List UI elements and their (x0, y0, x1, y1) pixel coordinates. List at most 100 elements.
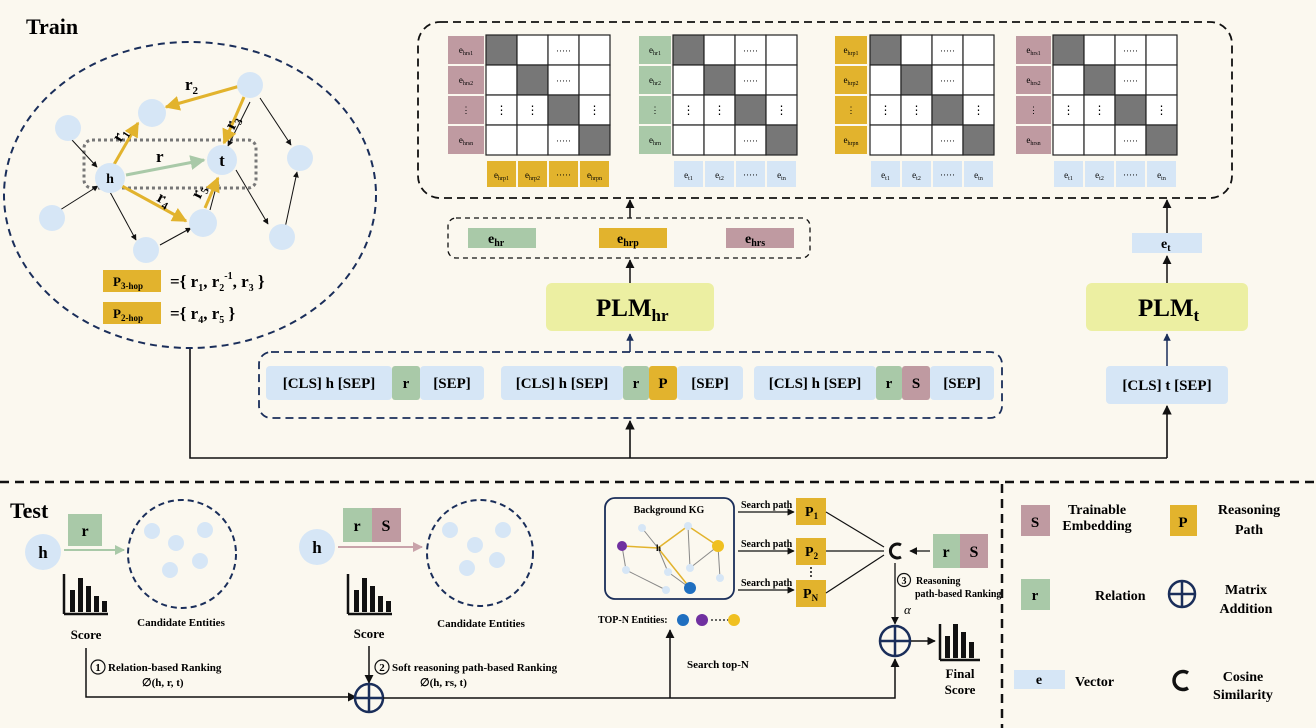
matrix-row-label (448, 36, 484, 64)
matrix-cell (1145, 34, 1178, 66)
svg-text:·····: ····· (556, 136, 571, 146)
matrix-cell (547, 34, 580, 66)
test-soft-box-2 (960, 534, 988, 568)
matrix-col-label (518, 161, 547, 187)
matrix-cell (734, 34, 767, 66)
top-entity-n (728, 614, 740, 626)
input-sequence-1: [CLS] h [SEP] r [SEP] (266, 366, 484, 400)
plm-hr-box (546, 283, 714, 331)
ehr-vector (468, 228, 536, 248)
svg-text:·····: ····· (743, 136, 758, 146)
svg-text:⋮: ⋮ (527, 103, 539, 117)
svg-text:[SEP]: [SEP] (943, 376, 981, 392)
svg-text:S: S (912, 376, 920, 392)
legend-cosine-icon (1172, 669, 1189, 692)
svg-text:·····: ····· (940, 170, 955, 180)
matrix-row-label (1016, 66, 1051, 94)
svg-text:⋮: ⋮ (1063, 103, 1075, 117)
test-relation-label: r (81, 523, 88, 540)
ehrp-vector (599, 228, 667, 248)
svg-text:⋮: ⋮ (911, 103, 923, 117)
matrix-cell (765, 64, 798, 96)
matrix-cell (1145, 64, 1178, 96)
alpha-label: α (904, 602, 912, 617)
matrix-cell (900, 124, 933, 156)
rank1-flow (85, 648, 357, 702)
matrix-cell (931, 34, 964, 66)
score-chart-icon-2 (346, 574, 392, 616)
svg-text:·····: ····· (1123, 170, 1138, 180)
test-relation-label-3: r (942, 544, 949, 561)
svg-text:[SEP]: [SEP] (433, 376, 471, 392)
matrix-cell (672, 124, 705, 156)
matrix-row-label (1016, 96, 1051, 124)
legend-reasoning-swatch (1170, 505, 1197, 536)
legend-reasoning-label-2: Path (1235, 523, 1263, 538)
svg-text:·····: ····· (1123, 136, 1138, 146)
svg-text:[SEP]: [SEP] (691, 376, 729, 392)
svg-text:·····: ····· (940, 136, 955, 146)
matrix-cell (578, 64, 611, 96)
rank-3-number: 3 (902, 576, 907, 587)
matrix-cell (765, 34, 798, 66)
matrix-cell (931, 64, 964, 96)
top-entity-1 (677, 614, 689, 626)
svg-text:etn: etn (1157, 170, 1166, 182)
svg-text:et1: et1 (684, 170, 693, 182)
candidates-circle-2 (426, 499, 534, 607)
test-soft-label: S (382, 518, 391, 535)
matrix-cell (734, 64, 767, 96)
top-n-label: TOP-N Entities: (598, 615, 668, 626)
svg-text:⋮: ⋮ (462, 105, 471, 115)
rank-2-label: Soft reasoning path-based Ranking (392, 662, 558, 674)
rank-2-formula: ∅(h, rs, t) (420, 677, 467, 689)
svg-text:·····: ····· (743, 46, 758, 56)
train-title: Train (26, 14, 78, 39)
matrix-col-label (736, 161, 765, 187)
matrix-col-label (933, 161, 962, 187)
svg-text:⋮: ⋮ (683, 103, 695, 117)
matrix-cell (869, 124, 902, 156)
svg-text:Search path: Search path (741, 500, 793, 511)
matrix-cell (962, 34, 995, 66)
test-head-node-2 (299, 529, 335, 565)
rank-1-formula: ∅(h, r, t) (142, 677, 184, 689)
et-label: et (1161, 237, 1171, 254)
matrix-cell (1052, 34, 1085, 66)
svg-text:⋮: ⋮ (776, 103, 788, 117)
matrix-cell (703, 94, 736, 126)
svg-text:⋮: ⋮ (589, 103, 601, 117)
final-score-chart-icon (938, 624, 980, 662)
ehrs-vector (726, 228, 794, 248)
matrix-cell (703, 124, 736, 156)
search-paths: Search path Search path Search path P1 P… (738, 498, 885, 607)
matrix-row-label (1016, 126, 1051, 154)
svg-text:[CLS] t [SEP]: [CLS] t [SEP] (1122, 378, 1211, 394)
svg-text:·····: ····· (940, 46, 955, 56)
svg-text:P: P (658, 376, 667, 392)
legend-relation-label: Relation (1095, 589, 1146, 604)
matrix-cell (547, 64, 580, 96)
svg-text:·····: ····· (556, 46, 571, 56)
matrix-cell (962, 94, 995, 126)
matrix-cell (962, 64, 995, 96)
legend-matrix-add-label-1: Matrix (1225, 583, 1267, 598)
plm-t-label: PLMt (1138, 295, 1200, 325)
legend-reasoning-label-1: Reasoning (1218, 503, 1280, 518)
graph-ellipse (3, 41, 377, 349)
rank-1-label: Relation-based Ranking (108, 662, 222, 674)
matrix-cell (516, 124, 549, 156)
head-node-label: h (106, 172, 114, 187)
svg-text:⋮: ⋮ (880, 103, 892, 117)
rank-3-label-line1: Reasoning (916, 576, 960, 587)
final-score-label-2: Score (945, 682, 976, 697)
matrix-cell (1114, 124, 1147, 156)
test-relation-box-2 (343, 508, 372, 542)
svg-text:S: S (1031, 515, 1039, 531)
p2hop-set: ={ r4, r5 } (170, 304, 235, 326)
background-kg-box (604, 497, 735, 600)
svg-text:r: r (633, 376, 640, 392)
matrix-row-label (639, 96, 671, 124)
